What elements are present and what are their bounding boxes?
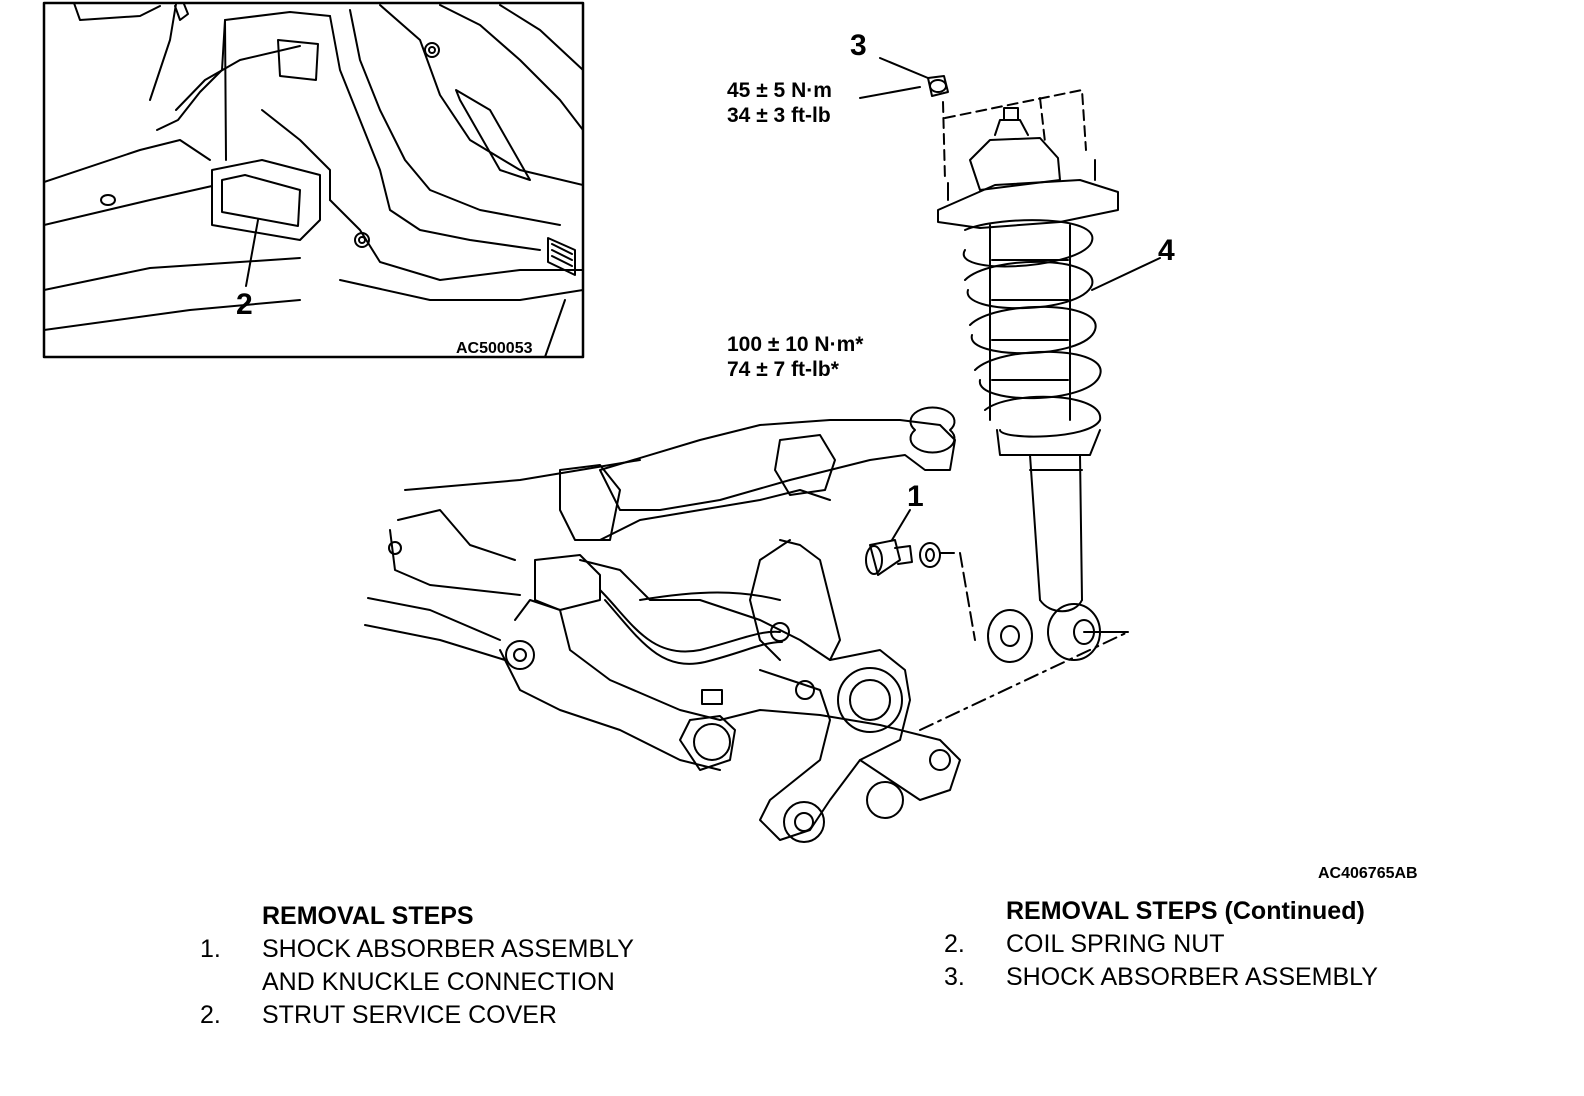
step-number: 1.	[200, 935, 221, 963]
torque-bolt-1-metric: 100 ± 10 N·m*	[727, 333, 864, 356]
inset-trunk-view	[42, 1, 585, 359]
list-item: 3. SHOCK ABSORBER ASSEMBLY	[944, 961, 1378, 994]
removal-steps-continued-title: REMOVAL STEPS (Continued)	[1006, 897, 1365, 925]
torque-nut-3-imperial: 34 ± 3 ft-lb	[727, 104, 831, 127]
inset-figure-code: AC500053	[456, 340, 533, 357]
callout-part-2: 2	[236, 288, 253, 321]
callout-part-1: 1	[907, 480, 924, 513]
step-number: 3.	[944, 963, 965, 991]
bolt-part-1	[865, 509, 976, 641]
torque-bolt-1: 100 ± 10 N·m* 74 ± 7 ft-lb*	[727, 332, 863, 382]
list-item: 2. STRUT SERVICE COVER	[200, 999, 634, 1032]
main-figure-code: AC406765AB	[1318, 865, 1418, 882]
rear-suspension-assembly	[364, 406, 1129, 843]
list-item: 2. COIL SPRING NUT	[944, 928, 1378, 961]
shock-absorber-assembly	[859, 57, 1161, 613]
torque-nut-3-metric: 45 ± 5 N·m	[727, 79, 832, 102]
step-number: 2.	[944, 930, 965, 958]
callout-part-4: 4	[1158, 234, 1175, 267]
removal-steps-continued: REMOVAL STEPS (Continued) 2. COIL SPRING…	[944, 895, 1378, 994]
step-text: SHOCK ABSORBER ASSEMBLY	[1006, 963, 1378, 991]
step-text: SHOCK ABSORBER ASSEMBLY AND KNUCKLE CONN…	[262, 935, 634, 996]
torque-nut-3: 45 ± 5 N·m 34 ± 3 ft-lb	[727, 78, 832, 128]
list-item: 1. SHOCK ABSORBER ASSEMBLY AND KNUCKLE C…	[200, 933, 634, 999]
lower-bushings	[987, 603, 1129, 663]
step-text: STRUT SERVICE COVER	[262, 1001, 557, 1029]
step-number: 2.	[200, 1001, 221, 1029]
removal-steps: REMOVAL STEPS 1. SHOCK ABSORBER ASSEMBLY…	[200, 900, 634, 1032]
removal-steps-title: REMOVAL STEPS	[262, 902, 474, 930]
callout-part-3: 3	[850, 29, 867, 62]
step-text: COIL SPRING NUT	[1006, 930, 1225, 958]
torque-bolt-1-imperial: 74 ± 7 ft-lb*	[727, 358, 839, 381]
